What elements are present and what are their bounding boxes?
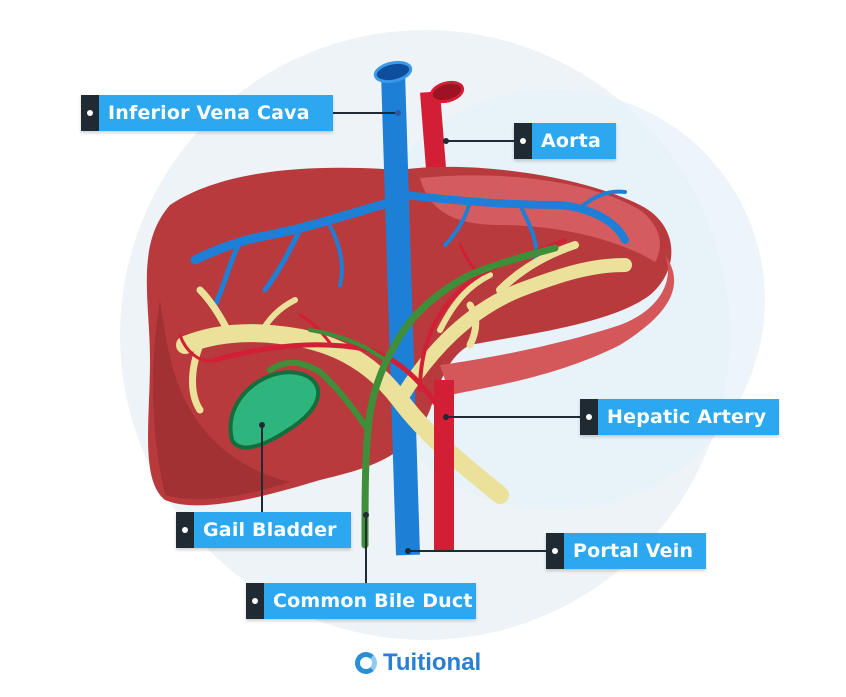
label-gall-bladder: Gail Bladder bbox=[176, 512, 351, 548]
hepatic-veins bbox=[190, 189, 629, 308]
label-text: Inferior Vena Cava bbox=[108, 102, 310, 124]
brand-name: Tuitional bbox=[383, 649, 482, 676]
label-tab bbox=[546, 533, 564, 569]
label-tab bbox=[176, 512, 194, 548]
label-text: Hepatic Artery bbox=[607, 406, 767, 428]
bullet-dot-icon bbox=[87, 110, 93, 116]
bullet-dot-icon bbox=[182, 527, 188, 533]
bullet-dot-icon bbox=[586, 414, 592, 420]
label-hepatic-artery: Hepatic Artery bbox=[580, 399, 779, 435]
leader-dots bbox=[259, 110, 449, 554]
brand-logo: Tuitional bbox=[355, 649, 481, 677]
gall-bladder-organ bbox=[228, 370, 321, 450]
aorta-opening bbox=[429, 80, 465, 104]
tuitional-logo-icon bbox=[355, 652, 377, 674]
label-text: Gail Bladder bbox=[203, 519, 337, 541]
inferior-vena-cava-vessel bbox=[381, 71, 420, 556]
label-tab bbox=[81, 95, 99, 131]
label-tab bbox=[246, 583, 264, 619]
label-tab bbox=[514, 123, 532, 159]
bullet-dot-icon bbox=[252, 598, 258, 604]
label-aorta: Aorta bbox=[514, 123, 616, 159]
common-bile-duct-branches bbox=[267, 244, 559, 549]
label-common-bile-duct: Common Bile Duct bbox=[246, 583, 476, 619]
label-text: Aorta bbox=[541, 130, 602, 152]
liver-lower-lobe bbox=[440, 255, 675, 395]
label-portal-vein: Portal Vein bbox=[546, 533, 706, 569]
label-tab bbox=[580, 399, 598, 435]
liver-left-lobe-dark bbox=[153, 300, 290, 500]
bullet-dot-icon bbox=[520, 138, 526, 144]
bullet-dot-icon bbox=[552, 548, 558, 554]
label-text: Portal Vein bbox=[573, 540, 694, 562]
bile-ducts bbox=[176, 241, 632, 504]
label-text: Common Bile Duct bbox=[273, 590, 473, 612]
ivc-opening bbox=[373, 60, 413, 84]
label-inferior-vena-cava: Inferior Vena Cava bbox=[81, 95, 333, 131]
